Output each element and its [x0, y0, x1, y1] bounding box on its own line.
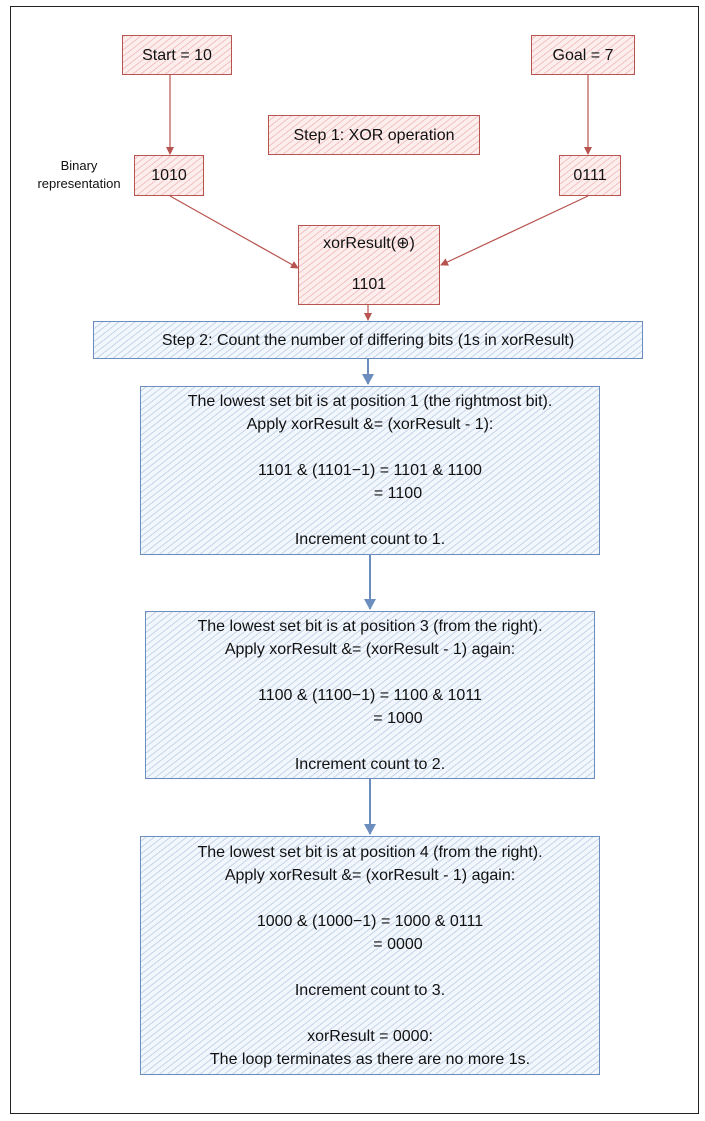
goal-node: Goal = 7 — [531, 35, 635, 75]
iter1-line2: Apply xorResult &= (xorResult - 1): — [246, 416, 494, 433]
iter2-line5: Increment count to 2. — [294, 755, 446, 773]
goal-label: Goal = 7 — [552, 46, 614, 64]
iter3-line7: The loop terminates as there are no more… — [209, 1050, 531, 1068]
iter3-line6: xorResult = 0000: — [307, 1027, 433, 1045]
iter1-line1: The lowest set bit is at position 1 (the… — [187, 393, 553, 410]
goal-binary-value: 0111 — [573, 167, 607, 184]
iter1-line4: = 1100 — [373, 485, 423, 502]
arrow-start-binary-to-xor — [169, 195, 299, 269]
iter3-line3: 1000 & (1000−1) = 1000 & 0111 — [256, 912, 484, 930]
start-binary-value: 1010 — [151, 167, 187, 184]
iter1-line5: Increment count to 1. — [294, 531, 446, 548]
iter2-line1: The lowest set bit is at position 3 (fro… — [197, 617, 543, 635]
step2-header: Step 2: Count the number of differing bi… — [93, 321, 643, 359]
iter3-line5: Increment count to 3. — [294, 981, 446, 999]
step1-label: Step 1: XOR operation — [293, 126, 455, 144]
xor-result-value: 1101 — [351, 276, 387, 293]
start-node: Start = 10 — [122, 35, 232, 75]
iteration-2-box: The lowest set bit is at position 3 (fro… — [145, 611, 595, 779]
step2-label: Step 2: Count the number of differing bi… — [161, 331, 575, 349]
diagram-frame — [10, 6, 699, 1114]
start-binary-node: 1010 — [134, 155, 204, 196]
iter2-line4: = 1000 — [373, 709, 423, 727]
xor-result-title: xorResult(⊕) — [323, 235, 415, 252]
start-label: Start = 10 — [142, 46, 212, 64]
xor-result-node: xorResult(⊕) 1101 — [298, 225, 440, 305]
arrow-goal-binary-to-xor — [440, 195, 589, 266]
iter3-line2: Apply xorResult &= (xorResult - 1) again… — [224, 866, 516, 884]
iter2-line3: 1100 & (1100−1) = 1100 & 1011 — [258, 686, 482, 704]
iteration-1-box: The lowest set bit is at position 1 (the… — [140, 386, 600, 555]
iter3-line4: = 0000 — [373, 935, 423, 953]
iter3-line1: The lowest set bit is at position 4 (fro… — [197, 843, 543, 861]
binary-representation-label: Binary representation — [37, 158, 121, 191]
step1-header: Step 1: XOR operation — [268, 115, 480, 155]
iter2-line2: Apply xorResult &= (xorResult - 1) again… — [224, 640, 516, 658]
iteration-3-box: The lowest set bit is at position 4 (fro… — [140, 836, 600, 1075]
iter1-line3: 1101 & (1101−1) = 1101 & 1100 — [258, 462, 482, 479]
goal-binary-node: 0111 — [559, 155, 621, 196]
